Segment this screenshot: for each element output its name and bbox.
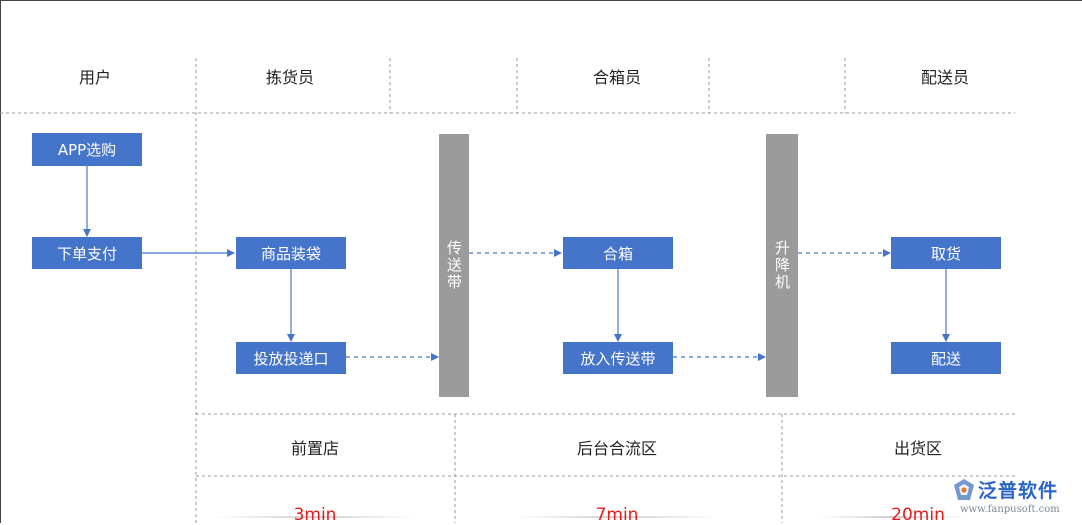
elevator-label: 升降机 <box>773 240 791 291</box>
flow-arrows-solid <box>83 166 950 342</box>
watermark-logo: 泛普软件 www.fanpusoft.com <box>952 476 1080 520</box>
lane-dividers <box>0 58 1015 523</box>
conveyor-bar: 传送带 <box>439 134 469 397</box>
elevator-bar: 升降机 <box>766 134 798 397</box>
time-underline-front <box>214 516 416 518</box>
lane-picker-label: 拣货员 <box>265 68 315 87</box>
zone-shipping-time: 20min <box>891 505 945 525</box>
step-deliver: 配送 <box>891 342 1001 374</box>
step-combine-box: 合箱 <box>563 237 673 269</box>
step-pickup: 取货 <box>891 237 1001 269</box>
step-drop-port: 投放投递口 <box>236 342 346 374</box>
step-bag-goods: 商品装袋 <box>236 237 346 269</box>
zone-backend-merge-label: 后台合流区 <box>576 439 658 458</box>
lane-deliverer-label: 配送员 <box>920 68 970 87</box>
zone-shipping-label: 出货区 <box>893 439 943 458</box>
lane-user-label: 用户 <box>78 68 112 87</box>
zone-front-store-label: 前置店 <box>290 439 340 458</box>
lane-packer-label: 合箱员 <box>592 68 642 87</box>
zone-backend-merge-time: 7min <box>595 505 639 525</box>
conveyor-label: 传送带 <box>445 240 463 291</box>
frame-left-border <box>0 0 1 523</box>
step-onto-conveyor: 放入传送带 <box>563 342 673 374</box>
time-underline-backend <box>516 516 718 518</box>
time-underline-shipping <box>818 516 968 518</box>
logo-mark-icon <box>954 479 974 500</box>
frame-top-border <box>0 0 1082 1</box>
step-place-order: 下单支付 <box>32 237 142 269</box>
step-app-select: APP选购 <box>32 133 142 166</box>
zone-front-store-time: 3min <box>293 505 337 525</box>
watermark-brand: 泛普软件 <box>978 480 1059 502</box>
watermark-url: www.fanpusoft.com <box>960 504 1060 515</box>
